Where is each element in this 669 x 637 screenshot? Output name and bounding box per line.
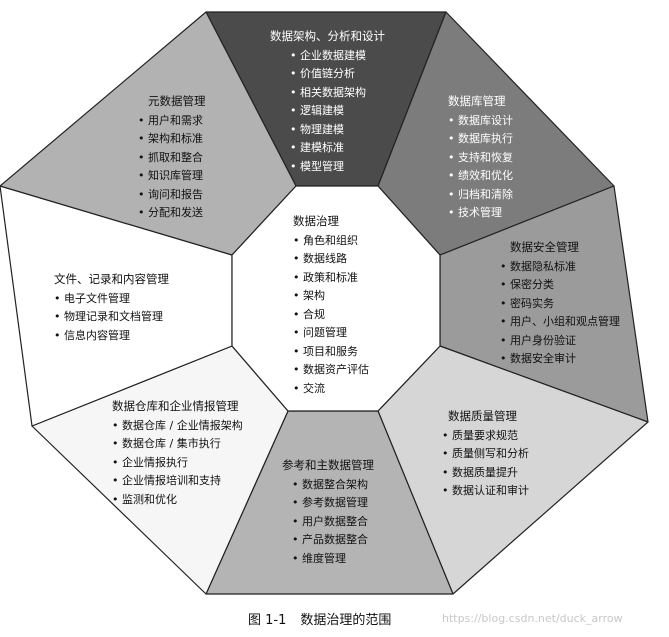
segment-item: 数据认证和审计 xyxy=(442,482,529,501)
segment-item: 数据库设计 xyxy=(448,112,513,131)
segment-top: 数据架构、分析和设计 企业数据建模 价值链分析 相关数据架构 逻辑建模 物理建模… xyxy=(270,27,385,176)
segment-item: 绩效和优化 xyxy=(448,167,513,186)
segment-title: 文件、记录和内容管理 xyxy=(54,272,169,286)
segment-item: 数据库执行 xyxy=(448,130,513,149)
segment-item: 架构 xyxy=(293,287,369,306)
segment-item: 质量要求规范 xyxy=(442,427,529,446)
segment-bottom-left: 数据仓库和企业情报管理 数据仓库 / 企业情报架构 数据仓库 / 集市执行 企业… xyxy=(112,397,243,509)
segment-item: 询问和报告 xyxy=(138,186,206,205)
segment-item: 用户、小组和观点管理 xyxy=(500,313,620,332)
segment-right: 数据安全管理 数据隐私标准 保密分类 密码实务 用户、小组和观点管理 用户身份验… xyxy=(500,238,620,369)
segment-item: 技术管理 xyxy=(448,204,513,223)
segment-item: 交流 xyxy=(293,380,369,399)
segment-item: 用户和需求 xyxy=(138,112,206,131)
segment-item: 密码实务 xyxy=(500,295,620,314)
segment-item: 企业情报执行 xyxy=(112,454,243,473)
segment-bottom: 参考和主数据管理 数据整合架构 参考数据管理 用户数据整合 产品数据整合 维度管… xyxy=(282,456,374,568)
segment-item: 问题管理 xyxy=(293,324,369,343)
segment-item: 数据线路 xyxy=(293,250,369,269)
segment-title: 元数据管理 xyxy=(148,94,206,108)
segment-item: 政策和标准 xyxy=(293,269,369,288)
segment-item: 参考数据管理 xyxy=(292,494,374,513)
segment-top-right: 数据库管理 数据库设计 数据库执行 支持和恢复 绩效和优化 归档和清除 技术管理 xyxy=(448,92,513,223)
segment-item: 建模标准 xyxy=(290,139,385,158)
segment-item: 架构和标准 xyxy=(138,130,206,149)
segment-item: 数据安全审计 xyxy=(500,350,620,369)
segment-item: 物理记录和文档管理 xyxy=(54,308,169,327)
segment-item: 企业情报培训和支持 xyxy=(112,472,243,491)
figure-title: 数据治理的范围 xyxy=(300,613,392,628)
segment-item: 数据隐私标准 xyxy=(500,258,620,277)
segment-title: 数据治理 xyxy=(293,214,339,228)
segment-item: 保密分类 xyxy=(500,276,620,295)
segment-title: 数据安全管理 xyxy=(510,240,579,254)
watermark: https://blog.csdn.net/duck_arrow xyxy=(442,612,623,625)
segment-item: 数据仓库 / 企业情报架构 xyxy=(112,417,243,436)
segment-title: 参考和主数据管理 xyxy=(282,458,374,472)
segment-item: 维度管理 xyxy=(292,550,374,569)
segment-item: 数据整合架构 xyxy=(292,476,374,495)
segment-item: 数据资产评估 xyxy=(293,361,369,380)
segment-top-left: 元数据管理 用户和需求 架构和标准 抓取和整合 知识库管理 询问和报告 分配和发… xyxy=(138,92,206,223)
segment-item: 知识库管理 xyxy=(138,167,206,186)
segment-item: 信息内容管理 xyxy=(54,327,169,346)
segment-item: 项目和服务 xyxy=(293,343,369,362)
segment-item: 物理建模 xyxy=(290,121,385,140)
figure-number: 图 1-1 xyxy=(248,613,287,628)
segment-item: 质量侧写和分析 xyxy=(442,445,529,464)
segment-item: 模型管理 xyxy=(290,158,385,177)
segment-title: 数据架构、分析和设计 xyxy=(270,29,385,43)
segment-item: 电子文件管理 xyxy=(54,290,169,309)
segment-item: 用户身份验证 xyxy=(500,332,620,351)
segment-item: 产品数据整合 xyxy=(292,531,374,550)
segment-item: 用户数据整合 xyxy=(292,513,374,532)
segment-item: 分配和发送 xyxy=(138,204,206,223)
segment-center: 数据治理 角色和组织 数据线路 政策和标准 架构 合规 问题管理 项目和服务 数… xyxy=(293,212,369,398)
figure-caption: 图 1-1 数据治理的范围 xyxy=(248,609,391,628)
segment-item: 数据质量提升 xyxy=(442,464,529,483)
segment-title: 数据仓库和企业情报管理 xyxy=(112,399,239,413)
segment-title: 数据库管理 xyxy=(448,94,506,108)
segment-item: 支持和恢复 xyxy=(448,149,513,168)
segment-item: 企业数据建模 xyxy=(290,47,385,66)
segment-item: 合规 xyxy=(293,306,369,325)
segment-item: 价值链分析 xyxy=(290,65,385,84)
segment-item: 数据仓库 / 集市执行 xyxy=(112,435,243,454)
segment-title: 数据质量管理 xyxy=(448,409,517,423)
segment-item: 归档和清除 xyxy=(448,186,513,205)
segment-item: 监测和优化 xyxy=(112,491,243,510)
segment-bottom-right: 数据质量管理 质量要求规范 质量侧写和分析 数据质量提升 数据认证和审计 xyxy=(442,407,529,501)
segment-item: 角色和组织 xyxy=(293,232,369,251)
segment-item: 抓取和整合 xyxy=(138,149,206,168)
segment-item: 逻辑建模 xyxy=(290,102,385,121)
segment-left: 文件、记录和内容管理 电子文件管理 物理记录和文档管理 信息内容管理 xyxy=(54,270,169,345)
segment-item: 相关数据架构 xyxy=(290,84,385,103)
